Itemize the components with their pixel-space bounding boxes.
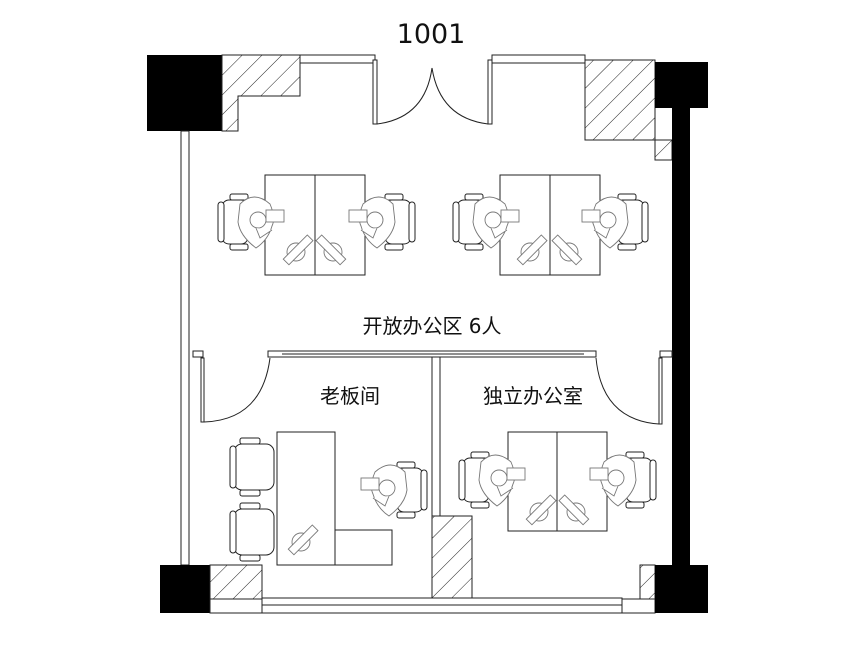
room-label-private-office: 独立办公室 <box>483 384 583 408</box>
partition-wall-vertical <box>431 356 441 517</box>
boss-room-door[interactable] <box>200 357 271 423</box>
column-bottom-right <box>655 565 708 613</box>
workstation-cluster-3 <box>458 431 657 532</box>
exterior-wall-right <box>672 108 690 566</box>
boss-desk <box>276 431 428 566</box>
hatched-column-center <box>431 515 473 606</box>
hatched-wall-top-left <box>221 54 301 132</box>
hatched-wall-bottom-right <box>639 564 656 600</box>
hatched-wall-bottom-left <box>209 564 263 600</box>
room-label-boss-room: 老板间 <box>320 384 380 408</box>
workstation-cluster-1 <box>217 174 416 276</box>
column-top-right <box>655 62 708 108</box>
wall-left <box>180 130 190 566</box>
guest-chair <box>229 437 275 497</box>
wall-segment <box>491 54 586 64</box>
guest-chair <box>229 502 275 562</box>
entrance-door[interactable] <box>372 59 493 125</box>
workstation-cluster-2 <box>452 174 649 276</box>
private-office-door[interactable] <box>595 357 663 425</box>
window-bottom <box>261 597 623 614</box>
column-bottom-left <box>160 565 210 613</box>
room-number: 1001 <box>397 19 466 50</box>
room-label-open-area: 开放办公区 6人 <box>362 314 501 338</box>
column-top-left <box>147 55 222 131</box>
wall-segment <box>299 54 376 64</box>
